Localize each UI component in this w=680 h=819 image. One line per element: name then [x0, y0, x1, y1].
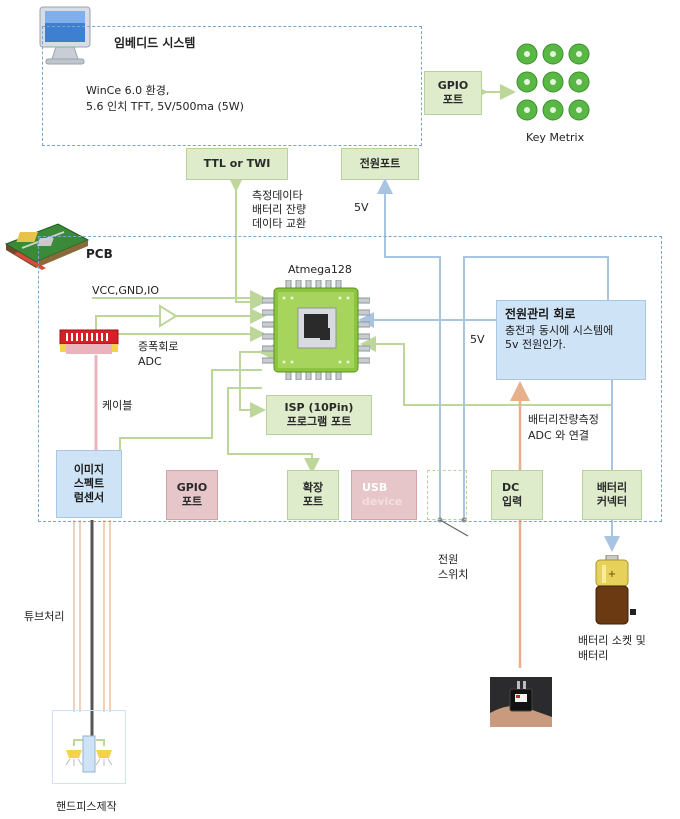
mcu-label: Atmega128: [288, 263, 352, 276]
embedded-line1: WinCe 6.0 환경,: [86, 84, 170, 97]
embedded-system-frame: [42, 26, 422, 146]
switch-lever: [439, 519, 469, 537]
power-switch-link: [463, 256, 609, 518]
isp-port: ISP (10Pin) 프로그램 포트: [266, 395, 372, 435]
tube-label: 튜브처리: [24, 610, 65, 623]
5v-power-link: [377, 178, 441, 518]
exchange-line1: 측정데이타: [252, 189, 303, 202]
sensor-connector-icon: [58, 328, 120, 358]
key-metrix-grid: [513, 42, 603, 122]
power-switch-frame: [427, 470, 467, 520]
label-5v-top: 5V: [354, 201, 369, 214]
isp-line1: ISP (10Pin): [284, 401, 354, 414]
dc-line2: 입력: [502, 495, 523, 508]
atmega128-chip: [261, 279, 371, 381]
pcb-frame: [38, 236, 662, 522]
isp-link: [239, 344, 274, 418]
embedded-title: 임베디드 시스템: [114, 36, 196, 50]
monitor-icon: [36, 5, 94, 67]
power-management-circuit: 전원관리 회로 충전과 동시에 시스템에 5v 전원인가.: [496, 300, 646, 380]
battery-conn-line1: 배터리: [596, 481, 628, 494]
exchange-line2: 배터리 잔량: [252, 203, 307, 216]
amp-line2: ADC: [138, 355, 162, 368]
battery-adc-line1: 배터리잔량측정: [528, 413, 599, 426]
dc-adapter-photo: [490, 677, 552, 727]
battery-socket-line1: 배터리 소켓 및: [578, 634, 646, 647]
gpio-port-top: GPIO 포트: [424, 71, 482, 115]
usb-line1: USB: [362, 481, 388, 494]
svg-text:+: +: [608, 569, 616, 580]
handpiece-label: 핸드피스제작: [56, 800, 117, 813]
mcu-sensor-link: [119, 369, 262, 450]
battery-adc-line2: ADC 와 연결: [528, 429, 590, 442]
battery-socket-line2: 배터리: [578, 649, 609, 662]
pcb-label: PCB: [86, 247, 113, 261]
expansion-line1: 확장: [302, 481, 324, 494]
embedded-line2: 5.6 인치 TFT, 5V/500ma (5W): [86, 100, 244, 113]
power-port: 전원포트: [341, 148, 419, 180]
vcc-label: VCC,GND,IO: [92, 284, 160, 297]
sensor-amp-link: [95, 315, 160, 336]
power-switch-line1: 전원: [438, 553, 459, 566]
isp-line2: 프로그램 포트: [286, 415, 352, 428]
gpio-bottom-line2: 포트: [181, 495, 203, 508]
sensor-line2: 스펙트: [73, 477, 105, 490]
amp-symbol: [159, 304, 178, 328]
usb-device-port: USB device: [351, 470, 417, 520]
power-mgmt-title: 전원관리 회로: [505, 307, 576, 321]
gpio-port-bottom: GPIO 포트: [166, 470, 218, 520]
battery-adc-link: [360, 336, 612, 406]
expansion-line2: 포트: [302, 495, 324, 508]
key-metrix-label: Key Metrix: [526, 131, 585, 144]
gpio-top-line2: 포트: [442, 93, 464, 106]
handpiece-frame: [52, 710, 126, 784]
dc-line1: DC: [502, 481, 520, 494]
gpio-top-line1: GPIO: [437, 79, 469, 92]
expansion-port: 확장 포트: [287, 470, 339, 520]
power-mgmt-line1: 충전과 동시에 시스템에: [505, 324, 614, 337]
usb-line2: device: [362, 495, 403, 508]
battery-icon: +: [592, 554, 638, 627]
ttl-twi-port: TTL or TWI: [186, 148, 288, 180]
image-spectrum-sensor: 이미지 스펙트 럼센서: [56, 450, 122, 518]
battery-connector: 배터리 커넥터: [582, 470, 642, 520]
expansion-link: [227, 387, 320, 474]
cable-label: 케이블: [102, 399, 133, 412]
exchange-line3: 데이타 교환: [252, 217, 307, 230]
power-mgmt-line2: 5v 전원인가.: [505, 338, 566, 351]
dc-input-port: DC 입력: [491, 470, 543, 520]
handpiece-icon: [52, 710, 126, 784]
amp-line1: 증폭회로: [138, 340, 179, 353]
sensor-line3: 럼센서: [73, 491, 105, 504]
battery-conn-line2: 커넥터: [596, 495, 628, 508]
power-switch-line2: 스위치: [438, 568, 469, 581]
gpio-bottom-line1: GPIO: [176, 481, 208, 494]
sensor-line1: 이미지: [73, 463, 105, 476]
label-5v-mid: 5V: [470, 333, 485, 346]
